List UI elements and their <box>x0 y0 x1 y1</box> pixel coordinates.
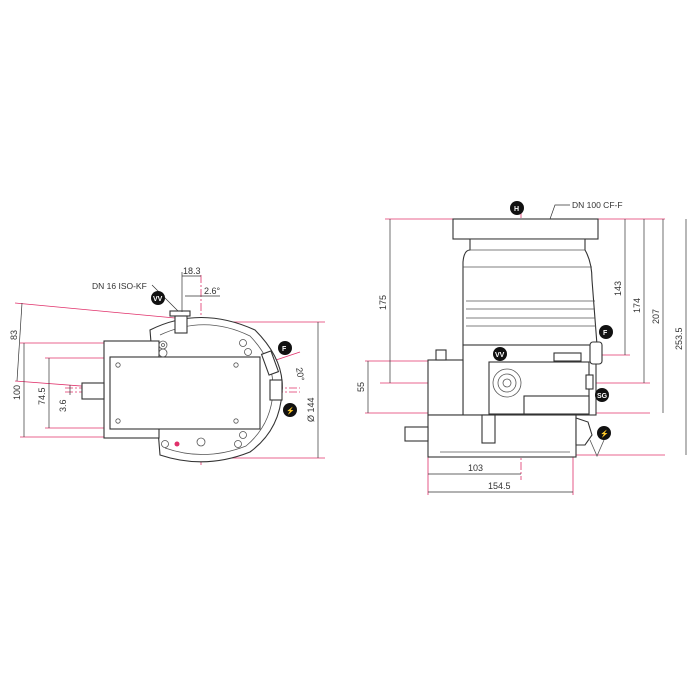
base-stub <box>404 426 429 442</box>
power-cable-housing <box>575 417 593 446</box>
bolt <box>244 348 252 356</box>
bolt <box>234 440 242 448</box>
dim-18-3: 18.3 <box>183 266 201 276</box>
screw-hole <box>233 418 239 424</box>
screw-hole <box>233 362 239 368</box>
bolt <box>239 431 247 439</box>
badge-power-side-label: ⚡ <box>600 429 609 438</box>
bolt <box>161 440 169 448</box>
screw-hole <box>115 418 121 424</box>
badge-high-vacuum-label: H <box>514 206 519 213</box>
bolt <box>158 348 168 358</box>
port-ring <box>497 373 517 393</box>
top-flange <box>452 218 599 240</box>
label-plate <box>553 352 582 362</box>
vent-port <box>174 315 188 334</box>
dim-2-6: 2.6° <box>204 286 221 296</box>
dim-174: 174 <box>632 298 642 313</box>
side-connector <box>435 349 447 361</box>
side-view: 175 143 174 207 253.5 55 103 154.5 DN 10… <box>356 200 687 495</box>
top-view: 83 100 74.5 3.6 Ø 144 18.3 2.6° 20° DN 1… <box>9 266 325 465</box>
bolt <box>196 437 206 447</box>
bolt <box>239 339 247 347</box>
ref-line-83-top <box>14 302 176 319</box>
dim-20: 20° <box>294 367 306 383</box>
badge-fan-side <box>599 325 613 339</box>
connector-stub <box>81 382 105 400</box>
badge-vent-valve-side <box>493 347 507 361</box>
base-plug <box>481 414 496 444</box>
dim-175: 175 <box>378 295 388 310</box>
base-controller <box>427 414 577 458</box>
dim-line-83 <box>16 302 23 382</box>
dim-207: 207 <box>651 309 661 324</box>
badge-vent-valve <box>151 291 165 305</box>
badge-power-side <box>597 426 611 440</box>
pump-body <box>462 238 598 346</box>
electronics-side <box>427 359 464 416</box>
badge-fan <box>278 341 292 355</box>
badge-sealing-gas-label: SG <box>597 393 608 400</box>
fan-knob <box>260 350 280 376</box>
power-cable <box>589 439 605 457</box>
badge-fan-label: F <box>282 346 287 353</box>
badge-vent-valve-side-label: VV <box>495 352 505 359</box>
dim-154-5: 154.5 <box>488 481 511 491</box>
dim-55: 55 <box>356 382 366 392</box>
power-connector <box>269 379 283 401</box>
dim-100: 100 <box>12 385 22 400</box>
dim-74-5: 74.5 <box>37 387 47 405</box>
flange-label-dn16: DN 16 ISO-KF <box>92 281 147 291</box>
dim-253-5: 253.5 <box>674 327 684 350</box>
bolt-marked <box>174 441 180 447</box>
sealing-gas-port <box>585 374 594 390</box>
leader-dn100 <box>549 204 570 220</box>
badge-power-label: ⚡ <box>286 406 295 415</box>
dim-83: 83 <box>9 330 19 340</box>
controller-plate <box>109 356 261 430</box>
dim-3-6: 3.6 <box>58 399 68 412</box>
port-center <box>502 378 512 388</box>
badge-fan-side-label: F <box>603 330 608 337</box>
badge-vent-valve-label: VV <box>153 296 163 303</box>
connector-block <box>523 395 590 415</box>
vent-flange <box>169 310 191 317</box>
badge-high-vacuum <box>510 201 524 215</box>
bolt <box>161 343 165 347</box>
badge-power <box>283 403 297 417</box>
screw-hole <box>115 362 121 368</box>
fan-knob-side <box>589 341 603 365</box>
badge-sealing-gas <box>595 388 609 402</box>
dim-143: 143 <box>613 281 623 296</box>
flange-label-dn100: DN 100 CF-F <box>572 200 623 210</box>
port-ring <box>492 368 522 398</box>
dim-144: Ø 144 <box>306 397 316 422</box>
dim-103: 103 <box>468 463 483 473</box>
